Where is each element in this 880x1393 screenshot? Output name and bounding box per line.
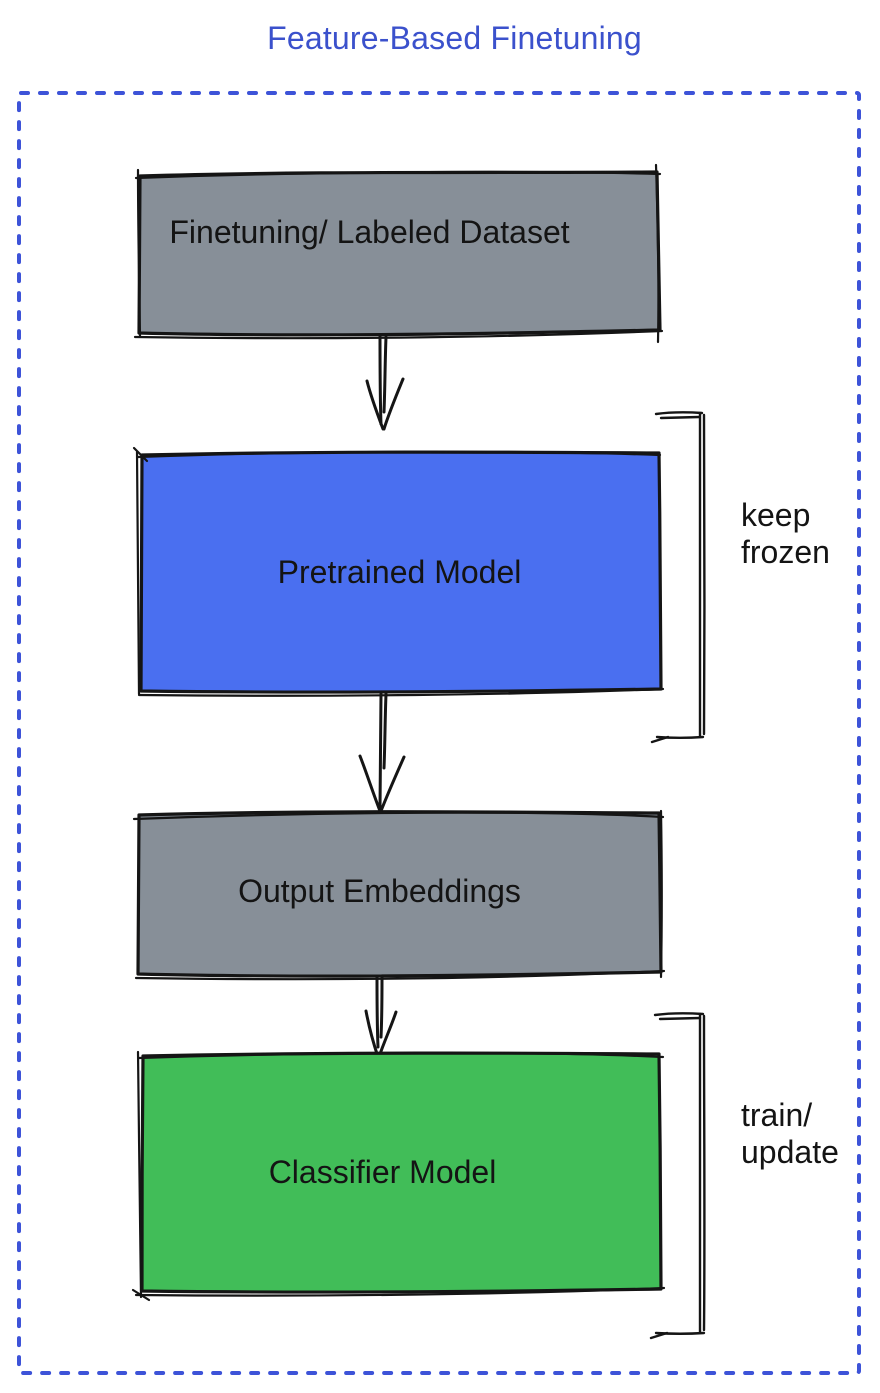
annotation-line: frozen [741,534,830,570]
bracket-bottom [649,1331,669,1340]
sketch-stroke [134,170,662,180]
sketch-stroke [134,1286,666,1297]
finetuning-dataset-label: Finetuning/ Labeled Dataset [169,214,570,250]
train-update-label: train/ update [741,1097,839,1171]
arrow-head [358,754,382,813]
pretrained-model-box [132,446,665,697]
sketch-stroke [137,1051,665,1060]
arrow-shaft [378,334,383,426]
sketch-stroke [136,168,142,338]
keep-frozen-label: keep frozen [741,497,830,571]
sketch-stroke [137,687,665,697]
bracket-bottom [655,735,705,739]
arrow-head [382,377,405,431]
bracket-top [654,411,704,416]
finetuning-dataset-box [133,163,664,344]
bracket-top [658,1016,702,1021]
annotation-line: keep [741,497,811,533]
bracket-bottom [654,1331,706,1335]
box-shape [137,170,662,337]
arrow-embeddings-to-classifier [364,975,398,1059]
sketch-stroke [135,450,141,696]
arrow-shaft [382,335,388,414]
sketch-stroke [136,1050,143,1299]
dashed-container-border [17,91,861,1375]
sketch-stroke [132,446,149,463]
annotation-line: update [741,1134,839,1170]
arrow-head [365,379,385,431]
bracket-top [659,415,701,420]
arrow-shaft [382,692,388,770]
classifier-model-box [131,1050,666,1302]
arrow-shaft [375,975,380,1049]
bracket-top [653,1012,705,1017]
sketch-stroke [654,163,660,344]
sketch-stroke [133,329,664,340]
keep-frozen-bracket [650,411,706,744]
arrow-head [379,755,406,813]
train-update-bracket [649,1012,706,1340]
output-embeddings-box [132,809,666,981]
diagram-title: Feature-Based Finetuning [267,20,642,56]
output-embeddings-label: Output Embeddings [238,873,521,909]
sketch-stroke [132,811,665,821]
arrow-shaft [379,975,384,1039]
arrow-pretrained-to-embeddings [358,692,406,813]
arrow-shaft [378,692,383,811]
annotation-line: train/ [741,1097,813,1133]
sketch-stroke [136,450,662,459]
sketch-stroke [134,969,666,981]
sketch-stroke [659,809,663,979]
pretrained-model-label: Pretrained Model [277,554,522,590]
classifier-model-label: Classifier Model [268,1154,497,1190]
bracket-bottom [650,735,670,744]
sketch-stroke [131,1288,151,1302]
arrow-dataset-to-pretrained [365,334,405,431]
